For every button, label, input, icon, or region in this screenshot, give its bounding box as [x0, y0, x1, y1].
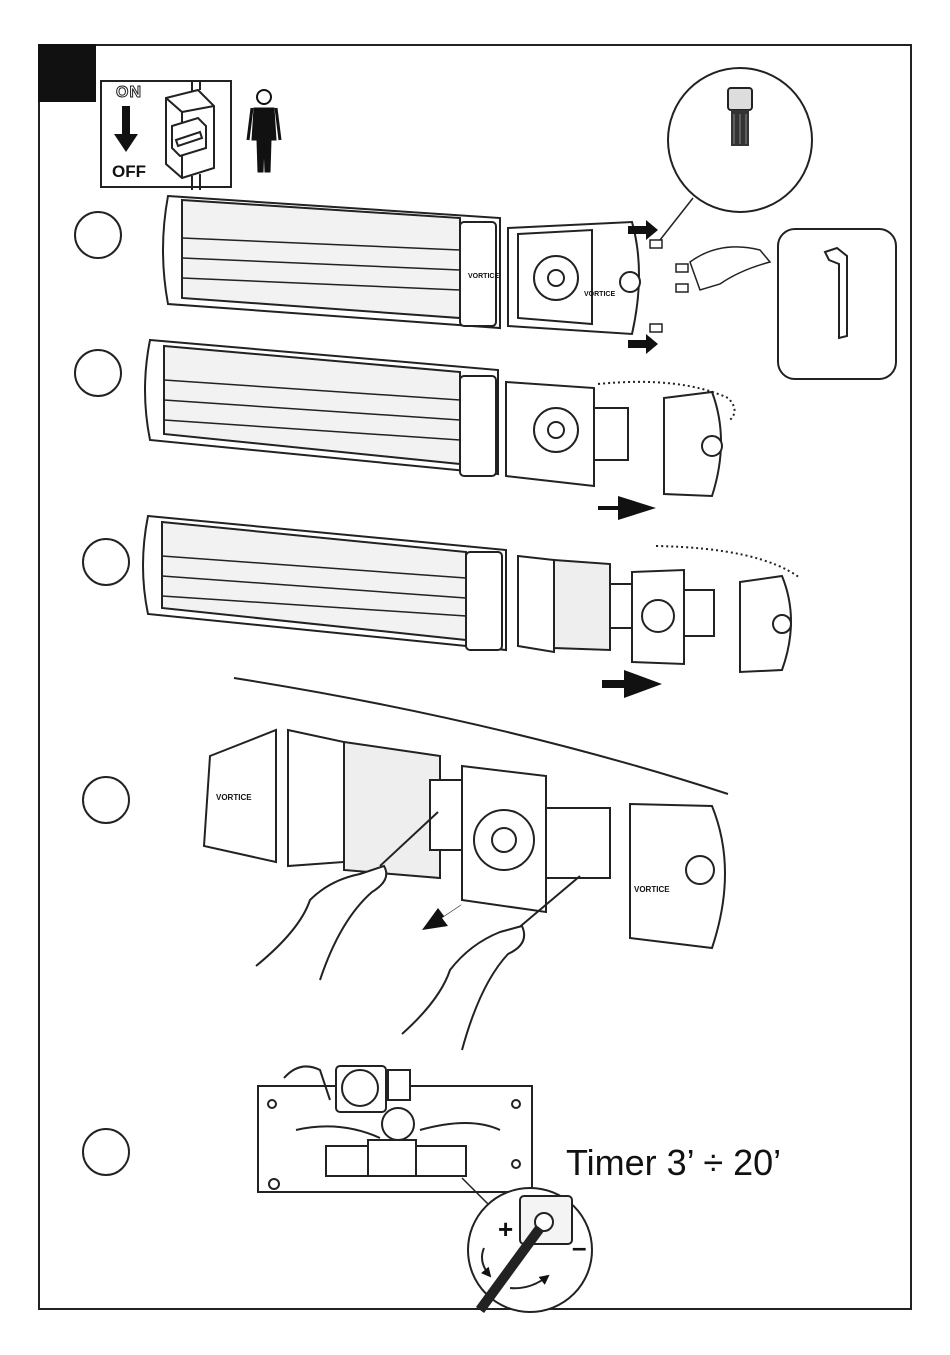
decrease-sign: – [572, 1232, 586, 1262]
heater-step-4 [204, 678, 728, 948]
brand-logo: VORTICE [634, 885, 670, 894]
brand-logo: VORTICE [216, 793, 252, 802]
heater-step-3 [143, 516, 791, 672]
heater-step-2 [145, 340, 722, 496]
screw-arrows-step-1 [628, 220, 770, 354]
arrow-right-icon [598, 496, 656, 520]
timer-range-label: Timer 3’ ÷ 20’ [566, 1142, 781, 1184]
arrow-right-icon [602, 670, 662, 698]
brand-logo: VORTICE [584, 291, 615, 298]
heater-step-1 [163, 196, 640, 334]
arrow-down-left-icon [422, 904, 462, 930]
increase-sign: + [498, 1214, 513, 1244]
electronic-board [258, 1066, 532, 1192]
brand-logo: VORTICE [468, 273, 499, 280]
